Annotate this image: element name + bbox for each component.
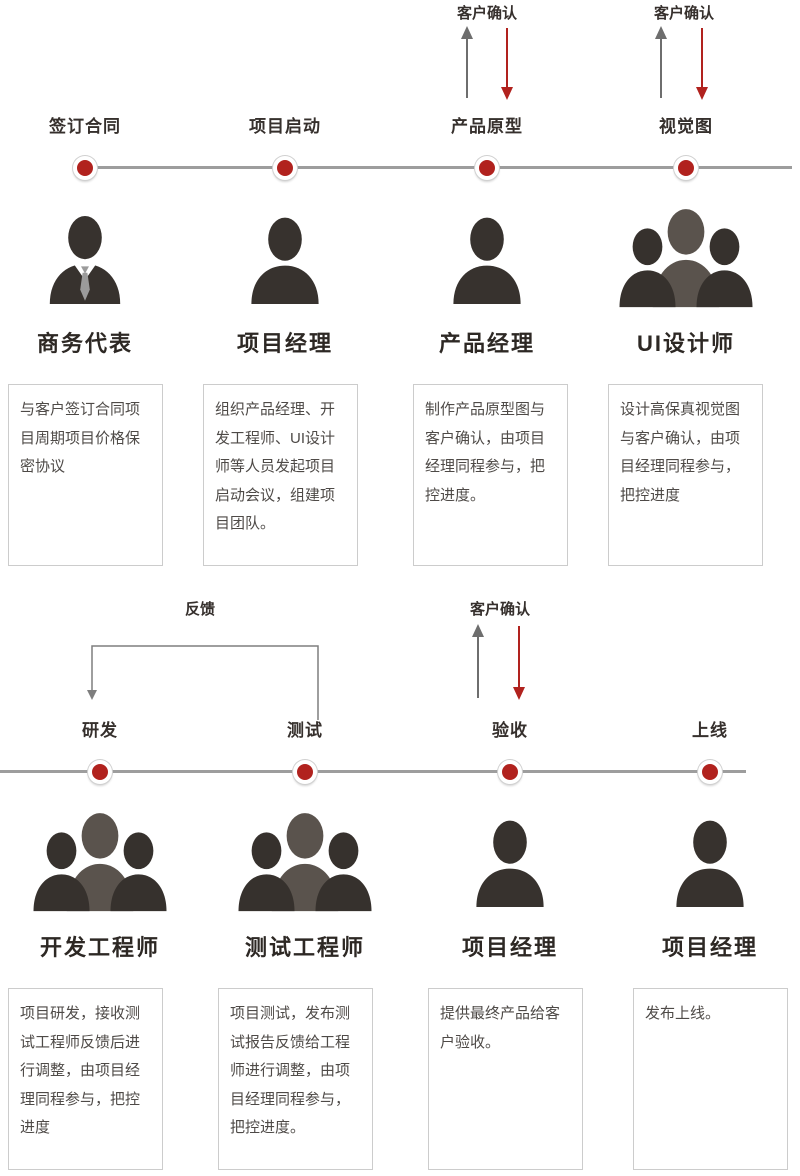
- stage-label-contract: 签订合同: [49, 117, 121, 136]
- down-arrow-icon: [696, 28, 708, 100]
- feedback-loop-arrow: [87, 645, 319, 720]
- person-icon: [670, 813, 750, 913]
- person-icon: [470, 813, 550, 913]
- up-arrow-icon: [655, 26, 667, 98]
- stage-label-launch: 上线: [692, 721, 728, 740]
- milestone-dot: [88, 760, 112, 784]
- milestone-dot: [293, 760, 317, 784]
- down-arrow-icon: [513, 626, 525, 700]
- step-description: 制作产品原型图与客户确认，由项目经理同程参与，把控进度。: [413, 384, 568, 566]
- role-label: UI设计师: [636, 331, 735, 356]
- step-description: 项目研发，接收测试工程师反馈后进行调整，由项目经理同程参与，把控进度: [8, 988, 163, 1170]
- step-description: 组织产品经理、开发工程师、UI设计师等人员发起项目启动会议，组建项目团队。: [203, 384, 358, 566]
- milestone-dot: [674, 156, 698, 180]
- role-label: 项目经理: [236, 331, 333, 356]
- customer-confirm-label: 客户确认: [653, 5, 714, 22]
- team-icon: [235, 810, 375, 916]
- stage-label-development: 研发: [82, 721, 118, 740]
- step-description: 与客户签订合同项目周期项目价格保密协议: [8, 384, 163, 566]
- customer-confirm-label: 客户确认: [456, 5, 517, 22]
- up-arrow-icon: [461, 26, 473, 98]
- role-label: 产品经理: [438, 331, 535, 356]
- stage-label-kickoff: 项目启动: [249, 117, 321, 136]
- step-description: 项目测试，发布测试报告反馈给工程师进行调整，由项目经理同程参与，把控进度。: [218, 988, 373, 1170]
- timeline-top: [85, 166, 792, 169]
- milestone-dot: [698, 760, 722, 784]
- milestone-dot: [498, 760, 522, 784]
- role-label: 商务代表: [36, 331, 133, 356]
- milestone-dot: [73, 156, 97, 180]
- stage-label-acceptance: 验收: [492, 721, 528, 740]
- person-tie-icon: [45, 210, 125, 310]
- milestone-dot: [273, 156, 297, 180]
- up-arrow-icon: [472, 624, 484, 698]
- role-label: 开发工程师: [39, 935, 160, 960]
- step-description: 发布上线。: [633, 988, 788, 1170]
- stage-label-prototype: 产品原型: [451, 117, 523, 136]
- timeline-bottom: [0, 770, 746, 773]
- milestone-dot: [475, 156, 499, 180]
- person-icon: [245, 210, 325, 310]
- feedback-label: 反馈: [184, 601, 215, 618]
- team-icon: [30, 810, 170, 916]
- step-description: 提供最终产品给客户验收。: [428, 988, 583, 1170]
- customer-confirm-label: 客户确认: [469, 601, 530, 618]
- step-description: 设计高保真视觉图与客户确认，由项目经理同程参与，把控进度: [608, 384, 763, 566]
- stage-label-visual: 视觉图: [659, 117, 713, 136]
- role-label: 项目经理: [661, 935, 758, 960]
- person-icon: [447, 210, 527, 310]
- stage-label-testing: 测试: [287, 721, 323, 740]
- team-icon: [616, 206, 756, 312]
- role-label: 项目经理: [461, 935, 558, 960]
- down-arrow-icon: [501, 28, 513, 100]
- role-label: 测试工程师: [244, 935, 365, 960]
